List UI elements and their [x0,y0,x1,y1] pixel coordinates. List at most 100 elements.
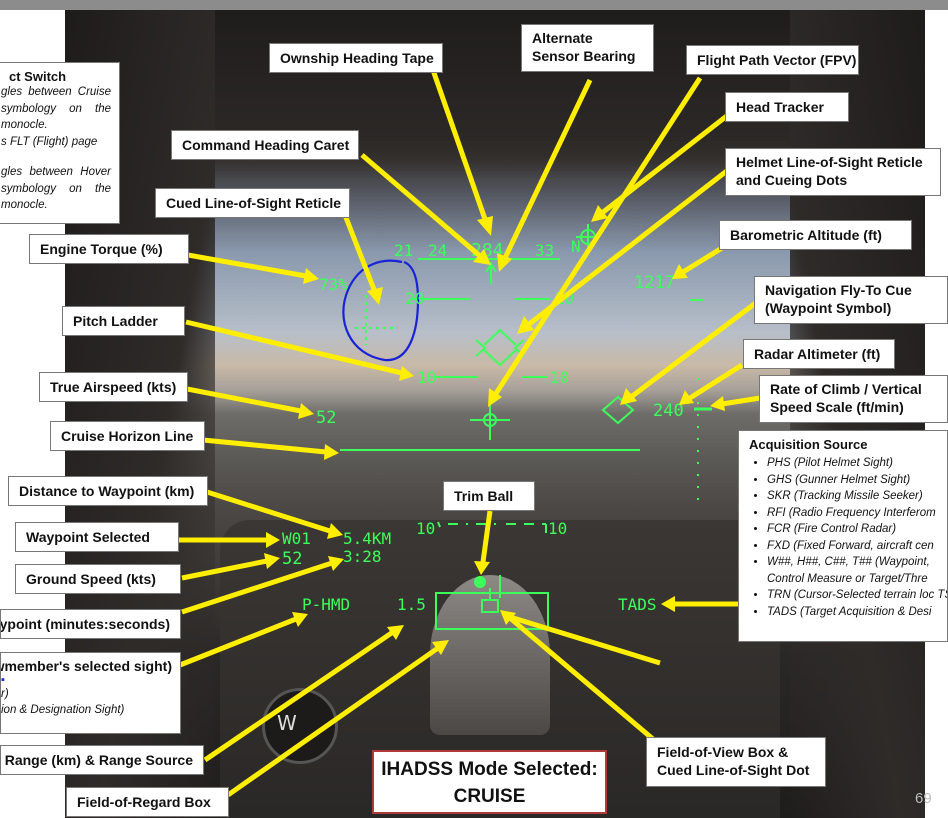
label-pitch-ladder: Pitch Ladder [62,306,185,336]
heading-24: 24 [428,241,447,260]
acq-item: FCR (Fire Control Radar) [767,521,947,538]
heading-north: N [571,237,581,256]
crewmember-line-2: ion & Designation Sight) [1,704,125,716]
arrow-distance [206,489,331,534]
nav-fly-to-cue [601,395,635,425]
acq-item: FXD (Fixed Forward, aircraft cen [767,538,947,555]
command-heading-caret [485,262,497,273]
trim-ball [474,576,486,588]
radar-altitude-readout: 240 [653,401,684,421]
arrow-helmet-los [526,168,730,327]
label-fov-box: Field-of-View Box & Cued Line-of-Sight D… [646,737,826,787]
waypoint-readout: W01 [282,529,311,548]
crewmember-sight-title: Crewmember's selected sight) [1,658,172,674]
arrow-baro [681,245,724,275]
torque-readout: 73% [319,275,348,294]
label-helmet-los-reticle: Helmet Line-of-Sight Reticle and Cueing … [725,148,941,196]
label-waypoint-selected: Waypoint Selected [15,522,179,552]
heading-33: 33 [535,241,554,260]
field-of-regard-box [435,592,549,630]
label-trim-ball: Trim Ball [443,481,535,511]
crewmember-line-1: r) [1,688,9,700]
crewmember-sight-marker: ▪ [1,674,5,686]
page-number: 69 [915,790,932,807]
mode-line-2: CRUISE [453,786,526,807]
blue-annotation-circle [342,259,420,362]
acq-item: PHS (Pilot Helmet Sight) [767,455,947,472]
label-ground-speed: Ground Speed (kts) [15,564,181,594]
arrow-ownship-heading [430,69,489,223]
label-true-airspeed: True Airspeed (kts) [39,372,188,402]
arrow-nav-cue [629,300,759,399]
arrow-fov-box [509,614,661,666]
left-panel-text-3: gles between Hover symbology on the mono… [1,166,111,211]
label-ownship-heading-tape: Ownship Heading Tape [269,43,443,73]
arrow-alt-sensor [502,78,593,260]
baro-altitude-readout: 1217 [634,273,675,293]
label-range-source: Range (km) & Range Source [0,745,204,775]
acq-item: TRN (Cursor-Selected terrain loc TSD) [767,587,947,604]
arrow-sight [179,616,297,668]
arrow-time [181,560,333,615]
pitch-neg10-bar [437,521,547,533]
arrow-cued-los [342,214,378,293]
label-cruise-horizon-line: Cruise Horizon Line [50,421,205,451]
label-engine-torque: Engine Torque (%) [29,234,189,264]
label-flight-path-vector: Flight Path Vector (FPV) [686,45,859,75]
acq-panel-title: Acquisition Source [749,437,868,452]
label-radar-altimeter: Radar Altimeter (ft) [743,339,895,369]
arrow-for-box [226,645,440,798]
arrow-range [203,629,395,763]
arrow-head-tracker [600,113,730,215]
label-field-of-regard-box: Field-of-Regard Box [66,787,229,817]
arrow-torque [187,252,307,279]
pitch-10-left: 10 [417,368,436,387]
sight-readout: P-HMD [302,595,350,614]
crewmember-sight-panel: Crewmember's selected sight) ▪ r) ion & … [0,652,181,734]
ihadss-select-switch-panel: ct Switch gles between Cruise symbology … [0,62,120,224]
airspeed-readout: 52 [316,408,336,428]
pitch-neg10-right: 10 [548,519,567,538]
label-rate-of-climb: Rate of Climb / Vertical Speed Scale (ft… [759,375,948,423]
helmet-los-reticle [483,328,517,367]
acq-item: W##, H##, C##, T## (Waypoint, Control Me… [767,554,947,587]
arrow-groundspeed [181,558,268,581]
arrow-airspeed [181,385,302,414]
acq-item: SKR (Tracking Missile Seeker) [767,488,947,505]
groundspeed-readout: 52 [282,549,302,569]
acq-source-list: PHS (Pilot Helmet Sight) GHS (Gunner Hel… [749,455,947,620]
heading-21: 21 [394,241,413,260]
pitch-10-right: 10 [550,368,569,387]
standby-compass: W [262,688,338,764]
arrow-radar-alt [688,362,744,401]
left-panel-text-1: gles between Cruise symbology on the mon… [1,86,111,131]
ihadss-mode-box: IHADSS Mode Selected: CRUISE [372,750,607,814]
acq-item: TADS (Target Acquisition & Desi [767,604,947,621]
label-time-to-waypoint: Time to Waypoint (minutes:seconds) [0,609,181,639]
distance-readout: 5.4KM [343,529,391,548]
label-head-tracker: Head Tracker [725,92,849,122]
left-panel-text-2: s FLT (Flight) page [1,135,98,148]
acq-item: RFI (Radio Frequency Interferom [767,505,947,522]
label-distance-to-waypoint: Distance to Waypoint (km) [8,476,208,506]
arrow-command-caret [360,153,482,258]
arrow-roc [721,395,761,407]
mode-line-1: IHADSS Mode Selected: [381,759,598,780]
label-alternate-sensor-bearing: Alternate Sensor Bearing [521,24,654,72]
top-bar [0,0,948,10]
compass-letter: W [277,711,297,735]
pitch-neg10-left: 10 [416,519,435,538]
arrow-trim-ball [480,510,493,563]
arrow-fpv [492,76,703,397]
time-readout: 3:28 [343,547,382,566]
label-time-to-waypoint-text: Time to Waypoint (minutes:seconds) [0,616,170,632]
arrow-pitch-ladder [185,319,403,376]
acq-source-readout: TADS [618,595,657,614]
left-panel-title: ct Switch [9,69,67,84]
pitch-20-left: 20 [405,289,424,308]
crewmember-sight-title-text: Crewmember's selected sight) [1,658,172,674]
fov-box [481,599,499,613]
range-readout: 1.5 [397,595,426,614]
label-cued-los-reticle: Cued Line-of-Sight Reticle [155,188,350,218]
label-barometric-altitude: Barometric Altitude (ft) [719,220,912,250]
